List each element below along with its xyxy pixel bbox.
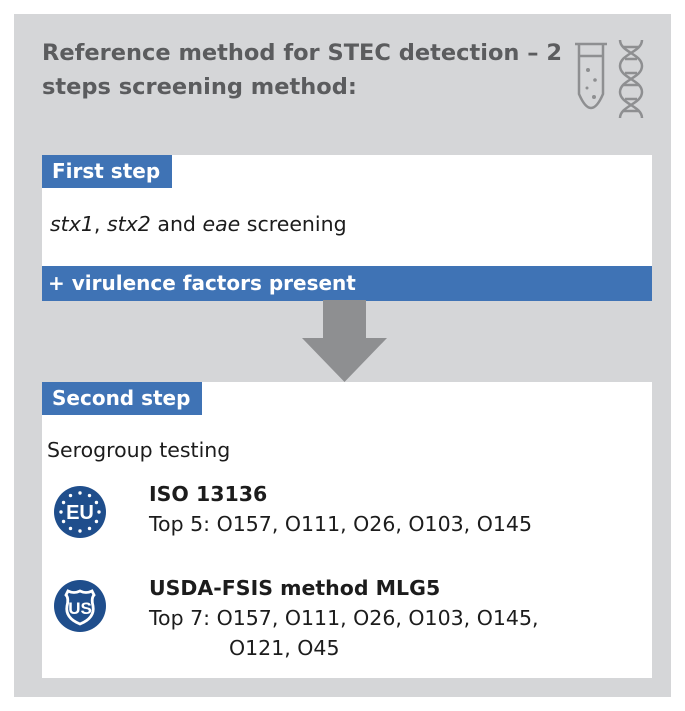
us-badge-text: US: [68, 599, 92, 618]
usda-method-name: USDA-FSIS method MLG5: [149, 576, 441, 600]
screening-suffix: screening: [240, 212, 347, 236]
eu-star: [78, 529, 82, 533]
eu-star: [59, 510, 63, 514]
dna-icon: [618, 40, 644, 119]
diagram-title: Reference method for STEC detection – 2 …: [42, 40, 562, 100]
eu-star: [68, 526, 73, 531]
gene-stx1: stx1: [50, 212, 94, 236]
virulence-result-bar: + virulence factors present: [42, 266, 652, 301]
eu-star: [61, 519, 66, 524]
eu-star: [94, 519, 99, 524]
eu-badge-text: EU: [66, 502, 94, 524]
eu-flag-icon: EU: [54, 486, 106, 538]
usda-method-detail-line2: O121, O45: [229, 636, 340, 660]
first-step-card: First step stx1, stx2 and eae screening …: [42, 155, 652, 301]
serogroup-subtitle: Serogroup testing: [47, 438, 231, 462]
sep-1: ,: [93, 212, 107, 236]
eu-star: [61, 500, 66, 505]
second-step-label: Second step: [42, 382, 203, 415]
eu-star: [68, 493, 73, 498]
eu-star: [87, 526, 92, 531]
first-step-label: First step: [42, 155, 173, 188]
screening-text: stx1, stx2 and eae screening: [50, 212, 347, 236]
down-arrow-icon: [302, 300, 387, 382]
second-step-card: Second step Serogroup testing EU ISO 131…: [42, 382, 652, 678]
iso-method-detail: Top 5: O157, O111, O26, O103, O145: [149, 512, 532, 536]
us-shield-icon: US: [54, 580, 106, 632]
eu-star: [94, 500, 99, 505]
eu-star: [97, 510, 101, 514]
sep-2: and: [150, 212, 203, 236]
iso-method-name: ISO 13136: [149, 482, 268, 506]
gene-eae: eae: [202, 212, 241, 236]
header-icons: [575, 40, 644, 119]
eu-star: [87, 493, 92, 498]
usda-method-detail-line1: Top 7: O157, O111, O26, O103, O145,: [149, 606, 539, 630]
gene-stx2: stx2: [106, 212, 151, 236]
eu-star: [78, 491, 82, 495]
test-tube-icon: [575, 42, 607, 110]
